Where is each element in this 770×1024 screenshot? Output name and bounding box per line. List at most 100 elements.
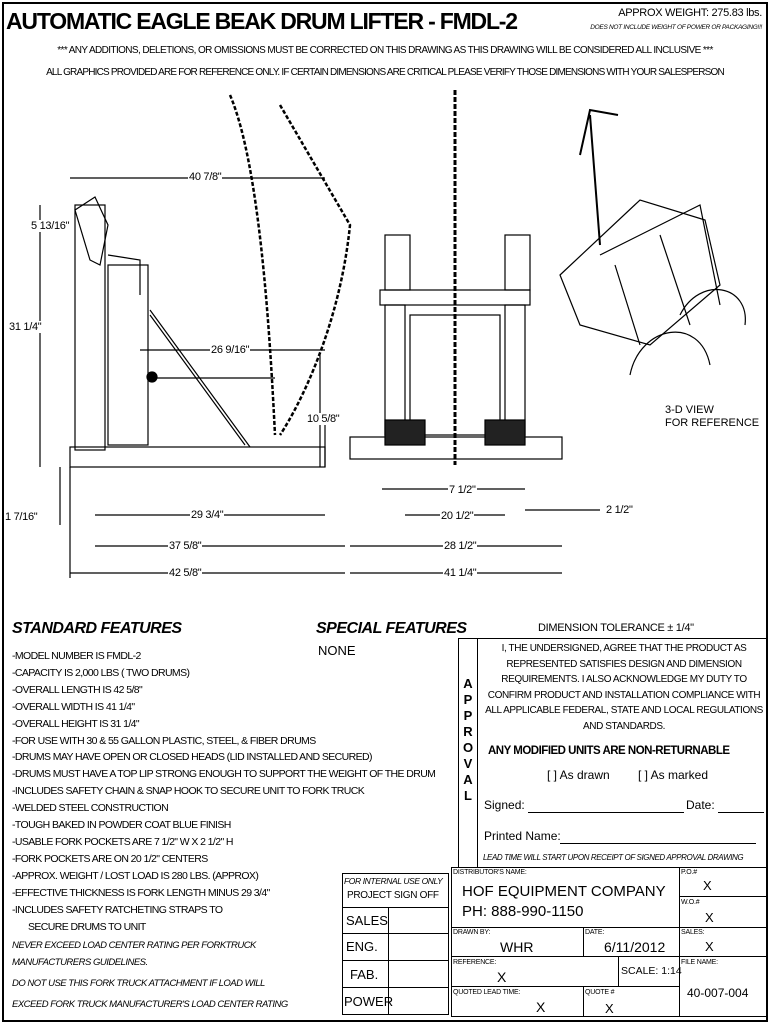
date-value: 6/11/2012 bbox=[604, 939, 666, 955]
internal-use-label: FOR INTERNAL USE ONLY bbox=[344, 876, 443, 886]
tb-divider bbox=[679, 867, 680, 1017]
lead-time-notice: LEAD TIME WILL START UPON RECEIPT OF SIG… bbox=[483, 853, 744, 862]
distributor-phone: PH: 888-990-1150 bbox=[462, 903, 584, 920]
scale-value: SCALE: 1:14 bbox=[621, 965, 682, 977]
approval-divider bbox=[458, 638, 478, 868]
technical-drawing bbox=[39, 90, 746, 578]
file-name-value: 40-007-004 bbox=[687, 986, 749, 1000]
dim-37-5-8: 37 5/8" bbox=[168, 540, 203, 552]
feature-item: -EFFECTIVE THICKNESS IS FORK LENGTH MINU… bbox=[12, 886, 270, 899]
dim-overall-length: 42 5/8" bbox=[168, 567, 203, 579]
signoff-row-divider bbox=[342, 960, 449, 988]
project-signoff-label: PROJECT SIGN OFF bbox=[347, 890, 439, 901]
feature-item: -DRUMS MUST HAVE A TOP LIP STRONG ENOUGH… bbox=[12, 768, 436, 781]
lead-time-value: X bbox=[536, 999, 546, 1015]
date-field[interactable] bbox=[718, 812, 764, 813]
tb-divider bbox=[451, 986, 679, 987]
distributor-name: HOF EQUIPMENT COMPANY bbox=[462, 883, 666, 900]
feature-item: -OVERALL LENGTH IS 42 5/8" bbox=[12, 683, 143, 696]
warning-line: NEVER EXCEED LOAD CENTER RATING PER FORK… bbox=[12, 940, 256, 952]
feature-item: -CAPACITY IS 2,000 LBS ( TWO DRUMS) bbox=[12, 666, 190, 679]
dim-overall-top-length: 40 7/8" bbox=[188, 171, 223, 183]
dim-fork-pocket-width: 7 1/2" bbox=[448, 484, 477, 496]
approval-statement: I, THE UNDERSIGNED, AGREE THAT THE PRODU… bbox=[485, 643, 763, 732]
as-drawn-checkbox[interactable]: [ ] As drawn bbox=[547, 768, 610, 782]
warning-line: MANUFACTURERS GUIDELINES. bbox=[12, 957, 148, 969]
signoff-fab: FAB. bbox=[350, 967, 379, 982]
3d-view-subtitle: FOR REFERENCE bbox=[665, 417, 760, 429]
feature-item: -FOR USE WITH 30 & 55 GALLON PLASTIC, ST… bbox=[12, 734, 316, 747]
date-label: Date: bbox=[686, 798, 715, 812]
signed-label: Signed: bbox=[484, 798, 525, 812]
quote-label: QUOTE # bbox=[585, 989, 615, 996]
lead-time-label: QUOTED LEAD TIME: bbox=[453, 989, 521, 996]
signoff-col-divider bbox=[388, 907, 389, 1015]
warning-line: DO NOT USE THIS FORK TRUCK ATTACHMENT IF… bbox=[12, 978, 265, 990]
wo-label: W.O.# bbox=[681, 899, 700, 906]
dim-1-7-16: 1 7/16" bbox=[4, 511, 39, 523]
dim-fork-centers: 20 1/2" bbox=[440, 510, 475, 522]
tb-divider bbox=[583, 986, 584, 1017]
signoff-row-divider bbox=[342, 907, 449, 934]
dim-28-1-2: 28 1/2" bbox=[443, 540, 478, 552]
feature-item: -TOUGH BAKED IN POWDER COAT BLUE FINISH bbox=[12, 819, 231, 832]
page-title: AUTOMATIC EAGLE BEAK DRUM LIFTER - FMDL-… bbox=[6, 8, 518, 34]
tb-divider bbox=[618, 957, 619, 986]
file-name-label: FILE NAME: bbox=[681, 959, 718, 966]
standard-features-heading: STANDARD FEATURES bbox=[12, 620, 182, 637]
dim-fork-pocket-height: 2 1/2" bbox=[605, 504, 634, 516]
project-signoff-table bbox=[342, 873, 449, 1015]
3d-view bbox=[559, 108, 746, 376]
feature-item: -OVERALL WIDTH IS 41 1/4" bbox=[12, 700, 135, 713]
signoff-power: POWER bbox=[344, 994, 394, 1009]
notice-reference: ALL GRAPHICS PROVIDED ARE FOR REFERENCE … bbox=[46, 67, 725, 78]
as-marked-checkbox[interactable]: [ ] As marked bbox=[638, 768, 709, 782]
dim-beak: 5 13/16" bbox=[30, 220, 71, 232]
signature-field[interactable] bbox=[528, 812, 684, 813]
feature-item: -DRUMS MAY HAVE OPEN OR CLOSED HEADS (LI… bbox=[12, 751, 373, 764]
feature-item: -WELDED STEEL CONSTRUCTION bbox=[12, 802, 169, 815]
feature-item: -FORK POCKETS ARE ON 20 1/2" CENTERS bbox=[12, 852, 208, 865]
feature-item: -INCLUDES SAFETY RATCHETING STRAPS TO bbox=[12, 903, 223, 916]
dim-29-3-4: 29 3/4" bbox=[190, 509, 225, 521]
feature-item: SECURE DRUMS TO UNIT bbox=[28, 920, 146, 933]
sales-value: X bbox=[705, 939, 714, 954]
po-label: P.O.# bbox=[681, 869, 697, 876]
approval-side-label: APPROVAL bbox=[462, 676, 474, 803]
signoff-sales: SALES bbox=[346, 913, 388, 928]
printed-name-label: Printed Name: bbox=[484, 829, 561, 843]
dim-overall-width: 41 1/4" bbox=[443, 567, 478, 579]
date-label-tb: DATE: bbox=[585, 929, 605, 936]
dim-overall-height: 31 1/4" bbox=[8, 321, 43, 333]
side-view bbox=[39, 94, 352, 578]
reference-value: X bbox=[497, 969, 507, 985]
reference-label: REFERENCE: bbox=[453, 959, 497, 966]
feature-item: -OVERALL HEIGHT IS 31 1/4" bbox=[12, 717, 140, 730]
weight-note: DOES NOT INCLUDE WEIGHT OF POWER OR PACK… bbox=[590, 24, 762, 31]
dim-26-9-16: 26 9/16" bbox=[210, 344, 251, 356]
signoff-eng: ENG. bbox=[346, 939, 378, 954]
tb-divider bbox=[679, 896, 768, 897]
special-features-heading: SPECIAL FEATURES bbox=[316, 620, 467, 637]
approx-weight: APPROX WEIGHT: 275.83 lbs. bbox=[618, 7, 762, 19]
title-block bbox=[451, 867, 768, 1017]
non-returnable-notice: ANY MODIFIED UNITS ARE NON-RETURNABLE bbox=[488, 745, 730, 757]
printed-name-field[interactable] bbox=[560, 843, 756, 844]
standard-features-list: -MODEL NUMBER IS FMDL-2 -CAPACITY IS 2,0… bbox=[12, 648, 436, 1015]
3d-view-title: 3-D VIEW bbox=[665, 404, 714, 416]
feature-item: -USABLE FORK POCKETS ARE 7 1/2" W X 2 1/… bbox=[12, 835, 233, 848]
drawn-by-label: DRAWN BY: bbox=[453, 929, 491, 936]
feature-item: -APPROX. WEIGHT / LOST LOAD IS 280 LBS. … bbox=[12, 869, 259, 882]
po-value: X bbox=[703, 878, 712, 893]
tb-divider bbox=[583, 927, 584, 957]
drawn-by-value: WHR bbox=[500, 939, 534, 955]
sales-label: SALES: bbox=[681, 929, 705, 936]
quote-value: X bbox=[605, 1001, 614, 1016]
dimension-tolerance: DIMENSION TOLERANCE ± 1/4" bbox=[538, 622, 694, 634]
front-view bbox=[349, 90, 600, 574]
distributor-label: DISTRIBUTOR'S NAME: bbox=[453, 869, 527, 876]
wo-value: X bbox=[705, 910, 714, 925]
notice-inclusive: *** ANY ADDITIONS, DELETIONS, OR OMISSIO… bbox=[57, 45, 713, 56]
dim-10-5-8: 10 5/8" bbox=[306, 413, 341, 425]
